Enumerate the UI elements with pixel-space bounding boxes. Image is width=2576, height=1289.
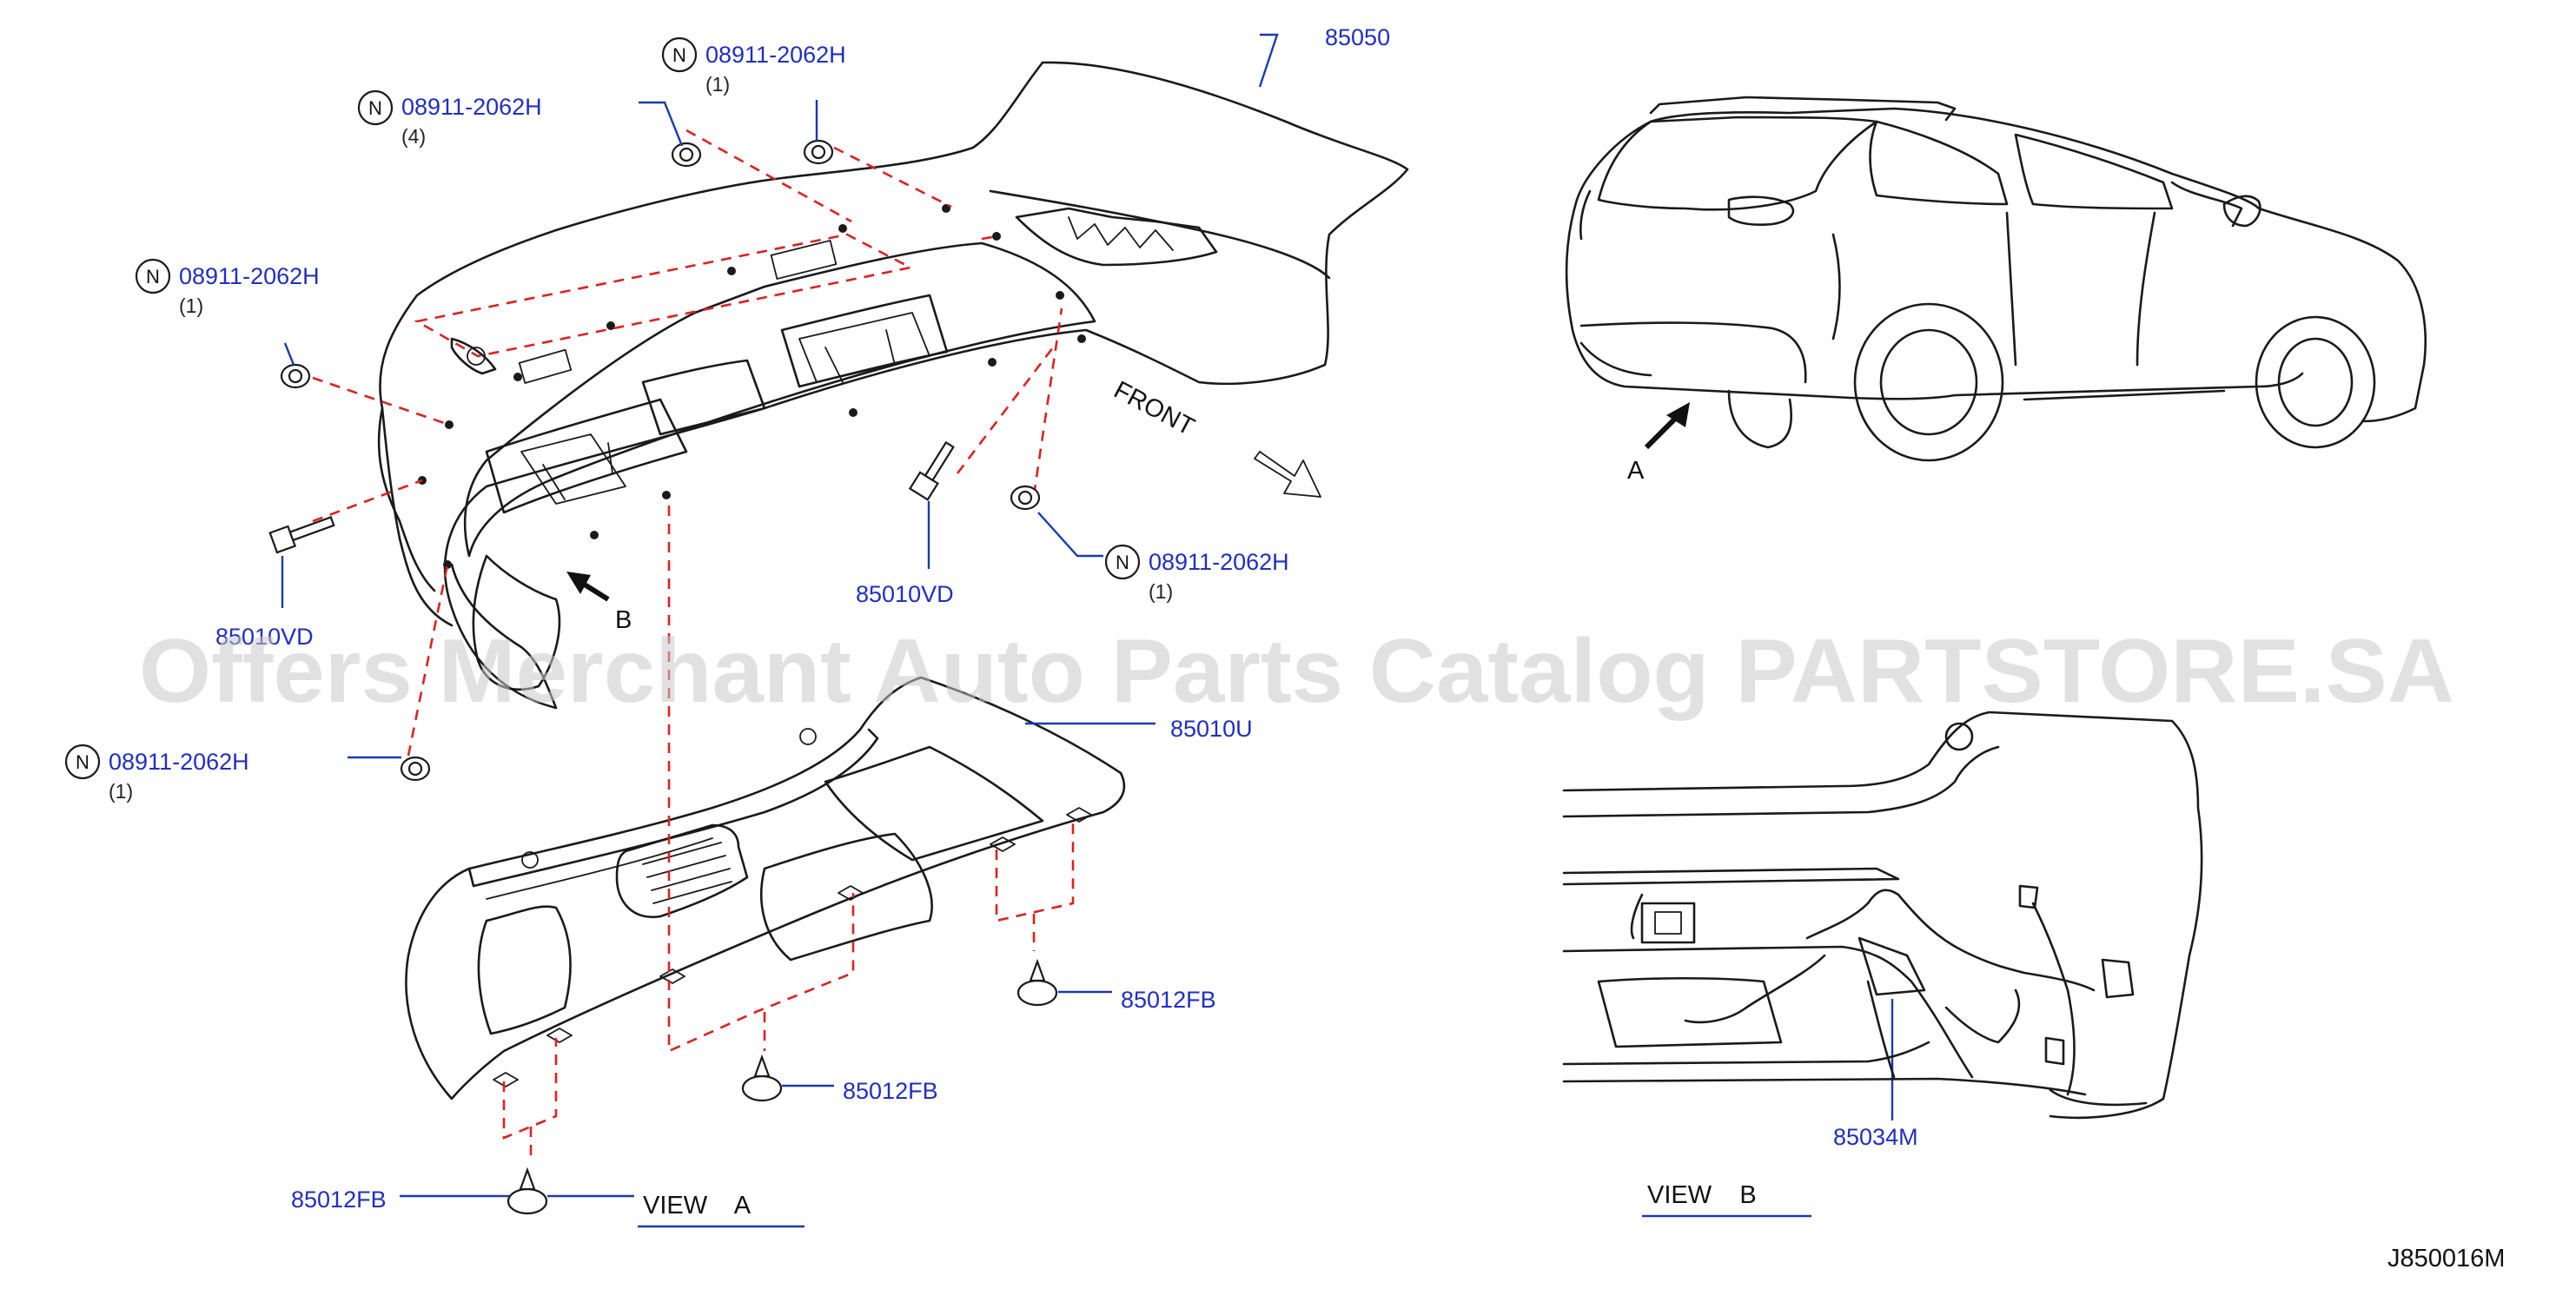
part-number-label[interactable]: 85010VD [856, 581, 954, 607]
note-callout: N 08911-2062H (1) [64, 744, 249, 803]
clip-fasteners [268, 139, 1058, 1215]
note-callout: N 08911-2062H (1) [1104, 544, 1289, 603]
note-symbol: N [672, 44, 686, 66]
part-number-label[interactable]: 85012FB [1121, 987, 1216, 1013]
leader-lines [281, 33, 1894, 1198]
part-number-label[interactable]: 08911-2062H [705, 42, 846, 68]
screw-bolt-icon [268, 516, 335, 554]
note-symbol: N [146, 266, 160, 288]
view-a-title: VIEW A [643, 1192, 752, 1220]
note-callout: N 08911-2062H (1) [135, 258, 320, 317]
part-number-label[interactable]: 85034M [1833, 1124, 1918, 1150]
quantity-label: (1) [1149, 580, 1173, 603]
part-number-label[interactable]: 85010VD [215, 624, 314, 650]
note-callout: N 08911-2062H (4) [357, 89, 542, 148]
arrow-label-b: B [615, 606, 632, 634]
note-callout: N 08911-2062H (1) [661, 36, 846, 96]
view-a-arrow [1644, 402, 1690, 450]
quantity-label: (1) [109, 780, 133, 803]
clip-nut-icon [803, 139, 834, 165]
note-symbol: N [76, 751, 89, 773]
diagram-code: J850016M [2387, 1245, 2505, 1272]
dashed-assembly-lines [312, 129, 1075, 1160]
part-number-label[interactable]: 08911-2062H [179, 263, 320, 289]
quantity-label: (1) [179, 294, 203, 317]
front-direction-arrow [1254, 451, 1321, 498]
vehicle-silhouette [1565, 96, 2427, 462]
front-label: FRONT [1109, 376, 1199, 441]
arrow-label-a: A [1627, 457, 1645, 485]
clip-nut-icon [1010, 485, 1041, 511]
part-number-label[interactable]: 85012FB [843, 1078, 938, 1104]
view-b-detail-drawing [1562, 711, 2203, 1120]
clip-nut-icon [400, 756, 431, 782]
note-symbol: N [1116, 552, 1129, 573]
part-number-label[interactable]: 85012FB [291, 1187, 387, 1213]
part-number-label[interactable]: 85010U [1170, 716, 1253, 742]
push-rivet-icon [741, 1054, 783, 1102]
clip-nut-icon [671, 142, 702, 168]
lower-skid-panel-drawing [405, 676, 1126, 1101]
note-symbol: N [368, 97, 382, 119]
rear-bumper-fascia-drawing [377, 61, 1409, 710]
clip-nut-icon [280, 363, 311, 389]
watermark-text: Offers Merchant Auto Parts Catalog PARTS… [139, 621, 2454, 722]
quantity-label: (1) [705, 73, 730, 96]
part-number-label[interactable]: 85050 [1325, 24, 1390, 50]
view-b-title: VIEW B [1647, 1181, 1757, 1209]
push-rivet-icon [507, 1167, 548, 1215]
screw-bolt-icon [908, 440, 955, 501]
fastener-hole-dots [418, 204, 1086, 569]
part-number-label[interactable]: 08911-2062H [1149, 549, 1289, 575]
part-number-label[interactable]: 08911-2062H [109, 749, 249, 775]
quantity-label: (4) [401, 125, 426, 148]
view-b-arrow [566, 572, 610, 602]
part-number-label[interactable]: 08911-2062H [401, 94, 542, 120]
push-rivet-icon [1016, 958, 1058, 1007]
